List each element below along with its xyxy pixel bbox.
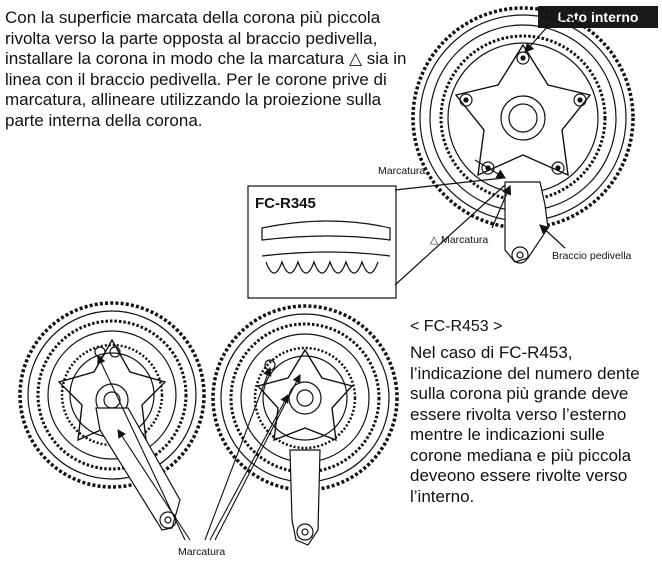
chainring-diagram <box>394 6 635 286</box>
marcatura-triangle-label: △ Marcatura <box>430 234 489 246</box>
crankset-left-diagram <box>18 301 206 531</box>
inset-title: FC-R345 <box>255 195 316 212</box>
arrow-icon <box>97 355 301 541</box>
braccio-pedivella-label: Braccio pedivella <box>552 250 632 262</box>
marcatura-label-bottom: Marcatura <box>178 546 226 558</box>
section-body: Nel caso di FC-R453, l’indicazione del n… <box>410 343 640 506</box>
marcatura-label-top: Marcatura <box>378 165 426 177</box>
section-title: < FC-R453 > <box>410 318 503 335</box>
tooth-profile-diagram <box>247 185 397 299</box>
intro-text: Con la superficie marcata della corona p… <box>5 8 407 130</box>
crankset-right-diagram <box>211 304 399 546</box>
